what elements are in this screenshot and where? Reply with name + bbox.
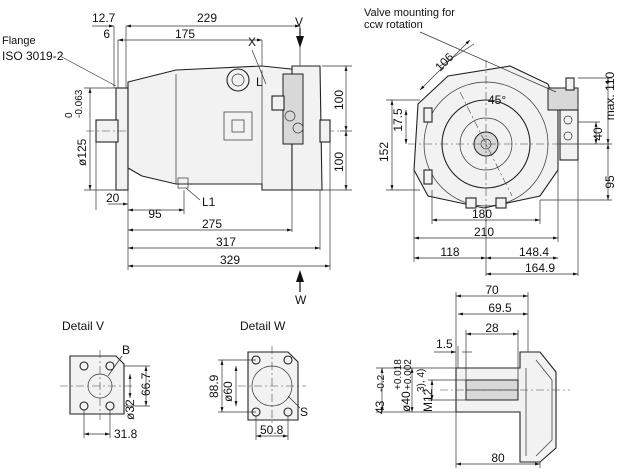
detail-v-title: Detail V: [62, 319, 104, 333]
dim-88-9: 88.9: [207, 374, 221, 398]
pump-housing: [127, 65, 301, 191]
front-valve: [547, 87, 579, 111]
dim-100-bottom: 100: [332, 152, 346, 172]
shaft-detail: 70 69.5 28 1.5 43 -0.2 ø40 +0.018 +0.002…: [373, 283, 570, 468]
control-valve: [282, 73, 304, 145]
side-view-dimensions: 12.7 229 6 175 X V L 100 100 Flange ISO …: [2, 11, 352, 307]
dim-69-5: 69.5: [488, 301, 512, 315]
dim-95: 95: [148, 207, 162, 221]
dim-100-top: 100: [332, 90, 346, 110]
label-v: V: [295, 15, 303, 29]
dim-m12-footnote: 3), 4): [416, 369, 427, 392]
detail-v: Detail V B 66.7 ø32 31.8: [60, 319, 153, 441]
dim-17-5: 17.5: [391, 108, 405, 132]
valve-note-line1: Valve mounting for: [364, 7, 455, 19]
label-l: L: [256, 75, 263, 89]
dim-275: 275: [202, 217, 222, 231]
dim-diam-32: ø32: [123, 399, 137, 420]
dim-shaft-tol-upper: 0: [64, 112, 75, 118]
flange-label: Flange: [2, 35, 36, 47]
dim-20: 20: [106, 191, 120, 205]
front-view-dimensions: Valve mounting for ccw rotation 106 45° …: [364, 7, 617, 276]
dim-43: 43: [373, 400, 387, 414]
label-s: S: [300, 405, 308, 419]
dim-317: 317: [216, 235, 236, 249]
label-x: X: [248, 35, 256, 49]
dim-329: 329: [220, 253, 240, 267]
dim-152: 152: [377, 142, 391, 162]
dim-shaft-tol-lower: -0.063: [74, 89, 85, 118]
valve-note-line2: ccw rotation: [364, 19, 423, 31]
dim-95-front: 95: [603, 175, 617, 189]
label-l1: L1: [202, 195, 216, 209]
dim-66-7: 66.7: [139, 372, 153, 396]
dim-43-tol: -0.2: [376, 374, 387, 392]
dim-1-5: 1.5: [436, 337, 453, 351]
dim-12-7: 12.7: [92, 11, 116, 25]
dim-148-4: 148.4: [519, 245, 549, 259]
dim-max-110: max. 110: [603, 71, 617, 120]
dim-6: 6: [103, 27, 110, 41]
front-view: [408, 60, 579, 222]
dim-shaft-diameter: ø125: [75, 138, 89, 166]
dim-164-9: 164.9: [525, 261, 555, 275]
dim-50-8: 50.8: [260, 423, 284, 437]
dim-210: 210: [474, 225, 494, 239]
detail-w: Detail W 88.9 ø60 S 50.8: [207, 319, 308, 440]
dim-180: 180: [472, 207, 492, 221]
dim-31-8: 31.8: [114, 427, 138, 441]
dim-106: 106: [432, 50, 456, 74]
dim-175: 175: [175, 27, 195, 41]
dim-diam-60: ø60: [221, 381, 235, 402]
dim-229: 229: [197, 11, 217, 25]
dim-m12: M12: [421, 388, 435, 412]
dim-diam-40-tol-lower: +0.002: [403, 359, 414, 390]
dim-40: 40: [591, 127, 605, 141]
dim-70: 70: [485, 283, 499, 297]
label-w: W: [295, 293, 307, 307]
side-view: [86, 65, 340, 191]
detail-w-title: Detail W: [240, 319, 286, 333]
flange-standard: ISO 3019-2: [2, 49, 64, 63]
dim-28: 28: [485, 321, 499, 335]
dim-diam-40-tol-upper: +0.018: [393, 359, 404, 390]
port-l: [226, 68, 250, 92]
dim-118: 118: [440, 245, 459, 259]
dim-80: 80: [491, 451, 505, 465]
shaft-section: [455, 351, 557, 463]
dim-45-deg: 45°: [488, 93, 506, 107]
label-b: B: [122, 343, 130, 357]
dim-diam-40: ø40: [399, 391, 413, 412]
